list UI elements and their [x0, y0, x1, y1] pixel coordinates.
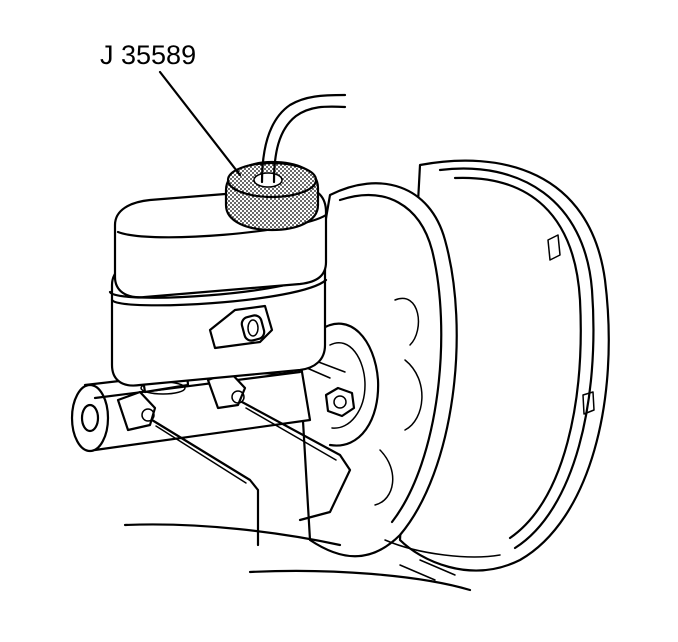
brake-booster	[298, 159, 610, 572]
tool-adapter	[224, 93, 347, 232]
brake-lines	[150, 400, 352, 547]
background-lines	[123, 523, 472, 592]
tool-callout-label: J 35589	[100, 40, 197, 70]
callout-leader-line	[158, 70, 242, 177]
